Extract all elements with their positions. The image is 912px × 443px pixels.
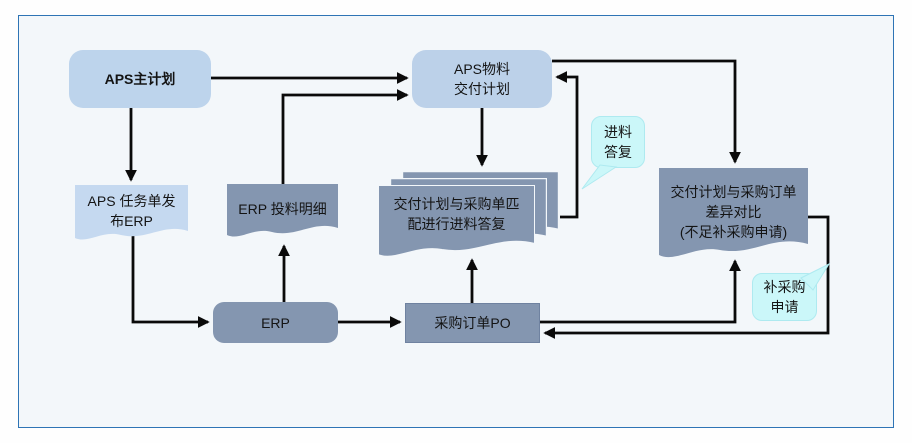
- document-shape: [227, 184, 338, 237]
- delivery-plan-po-match-label: 交付计划与采购单匹 配进行进料答复: [393, 196, 520, 232]
- supplementary-purchase-request-label: 补采购 申请: [763, 279, 806, 315]
- erp-label: ERP: [261, 314, 290, 331]
- node-aps-material-delivery-plan: APS物料 交付计划: [412, 50, 552, 108]
- node-purchase-order-po: 采购订单PO: [405, 303, 540, 343]
- callout-incoming-material-reply: 进料 答复: [581, 116, 645, 190]
- connector-material-plan-to-diff: [552, 59, 741, 164]
- incoming-material-reply-label: 进料 答复: [604, 124, 632, 160]
- erp-feeding-detail-label: ERP 投料明细: [238, 201, 327, 217]
- node-erp: ERP: [213, 302, 338, 343]
- document-shape: [659, 168, 808, 258]
- aps-master-plan-label: APS主计划: [104, 71, 176, 87]
- node-aps-task-release-erp: APS 任务单发 布ERP: [75, 185, 188, 245]
- connector-feeding-detail-to-material-plan: [281, 89, 409, 184]
- document-shape-front: [378, 185, 535, 258]
- connector-po-to-diff: [540, 259, 741, 324]
- node-delivery-plan-po-match-stack: 交付计划与采购单匹 配进行进料答复: [378, 171, 561, 266]
- callout-supplementary-purchase-request: 补采购 申请: [752, 262, 831, 321]
- node-delivery-plan-po-diff: 交付计划与采购订单 差异对比 (不足补采购申请): [659, 168, 808, 264]
- node-erp-feeding-detail: ERP 投料明细: [227, 184, 338, 242]
- aps-task-release-erp-label: APS 任务单发 布ERP: [87, 193, 176, 229]
- connector-match-docs-to-material-plan: [555, 71, 579, 219]
- callout-tail: [581, 164, 618, 190]
- purchase-order-po-label: 采购订单PO: [434, 315, 511, 331]
- callout-tail: [800, 262, 831, 291]
- aps-material-delivery-plan-label: APS物料 交付计划: [453, 61, 510, 97]
- delivery-plan-po-diff-label: 交付计划与采购订单 差异对比 (不足补采购申请): [670, 184, 797, 240]
- connector-diff-to-po: [543, 215, 830, 339]
- node-aps-master-plan: APS主计划: [69, 50, 211, 108]
- document-shape: [75, 185, 188, 240]
- connector-task-release-to-erp: [131, 236, 210, 328]
